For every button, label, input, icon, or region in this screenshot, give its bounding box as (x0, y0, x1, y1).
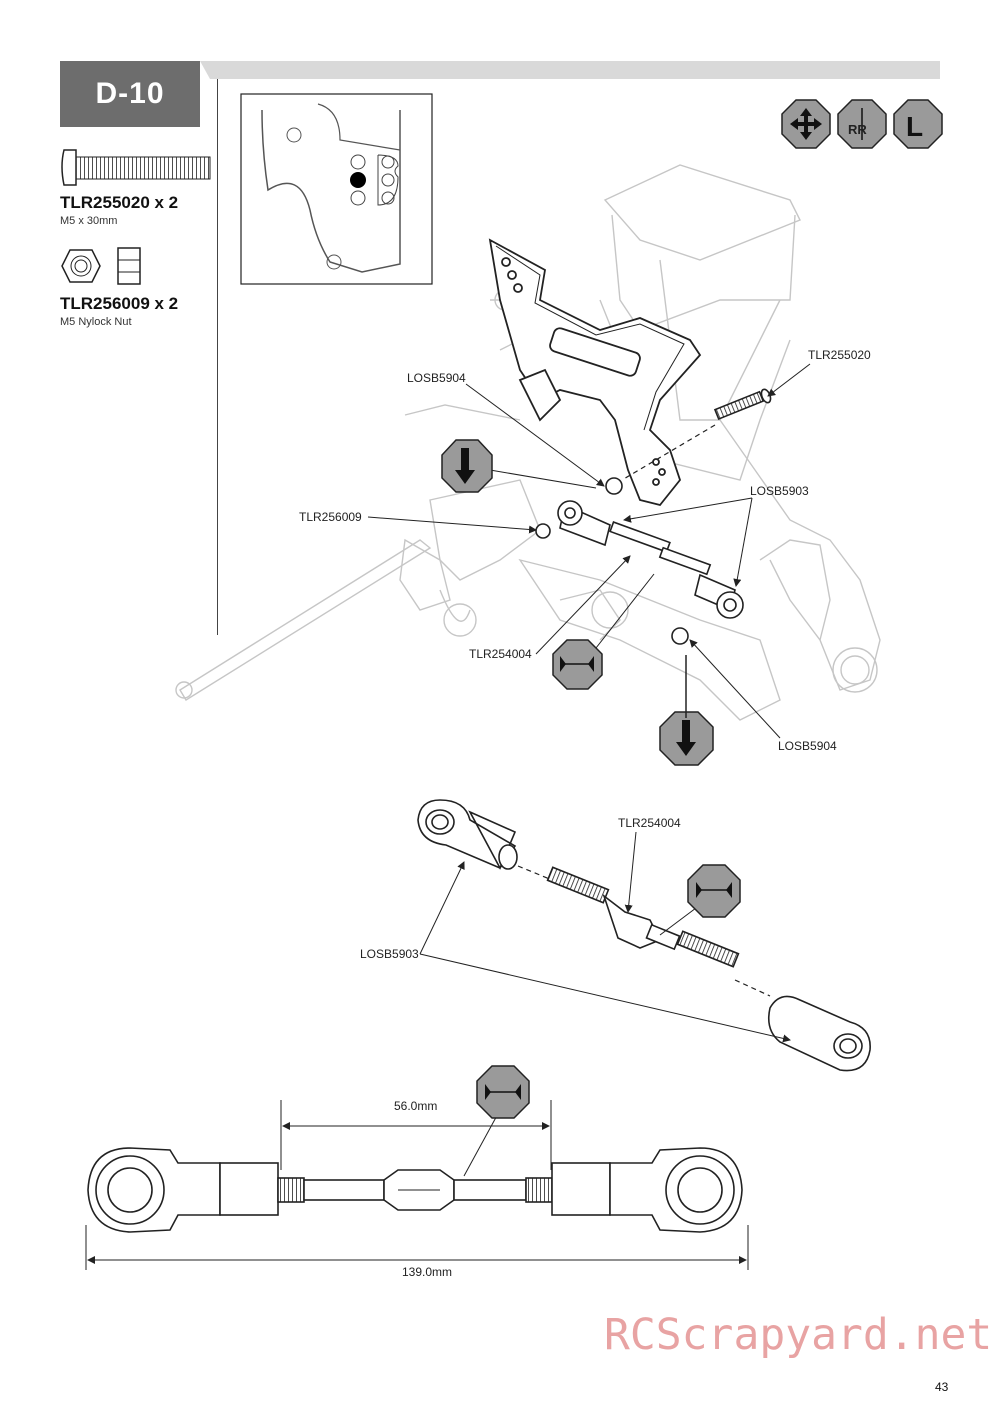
callout-tlr256009: TLR256009 (299, 510, 362, 524)
dimension-lines (85, 1100, 749, 1270)
move-arrows-icon (781, 99, 831, 149)
callout-tlr254004-detail: TLR254004 (618, 816, 681, 830)
turnbuckle-exploded (417, 799, 871, 1072)
callout-tlr254004-main: TLR254004 (469, 647, 532, 661)
shock-tower (488, 238, 702, 507)
adjust-length-icon (552, 639, 603, 690)
turnbuckle-main (535, 388, 772, 645)
left-side-icon: L (893, 99, 943, 149)
step-title: D-10 (60, 61, 200, 127)
adjust-length-icon (476, 1065, 530, 1119)
part-number-screw: TLR255020 x 2 (60, 193, 179, 212)
screw-icon (61, 149, 211, 186)
adjust-length-icon (687, 864, 741, 918)
header-bar (210, 61, 940, 79)
left-right-icon: RR (837, 99, 887, 149)
watermark: RCScrapyard.net (604, 1310, 993, 1360)
callout-lines-detail (419, 831, 791, 1043)
side-divider (217, 79, 218, 635)
part-number-nut: TLR256009 x 2 (60, 294, 179, 313)
mount-position-inset (240, 93, 433, 285)
callout-tlr255020: TLR255020 (808, 348, 871, 362)
dimension-overall: 139.0mm (402, 1265, 452, 1279)
callout-losb5904-bottom: LOSB5904 (778, 739, 837, 753)
header-notch (200, 61, 210, 79)
callout-losb5903-top: LOSB5903 (750, 484, 809, 498)
tighten-down-icon (659, 655, 714, 766)
dimension-inner: 56.0mm (394, 1099, 437, 1113)
part-description-screw: M5 x 30mm (60, 215, 118, 227)
callout-lines (367, 363, 811, 739)
callout-losb5904-top: LOSB5904 (407, 371, 466, 385)
callout-losb5903-detail: LOSB5903 (360, 947, 419, 961)
part-description-nut: M5 Nylock Nut (60, 316, 132, 328)
tighten-down-icon (441, 439, 493, 493)
svg-text:L: L (906, 111, 923, 142)
selected-hole-icon (350, 172, 366, 188)
svg-text:RR: RR (848, 122, 867, 137)
nut-icon (61, 247, 141, 285)
page-number: 43 (935, 1380, 949, 1394)
turnbuckle-assembled (87, 1147, 743, 1233)
